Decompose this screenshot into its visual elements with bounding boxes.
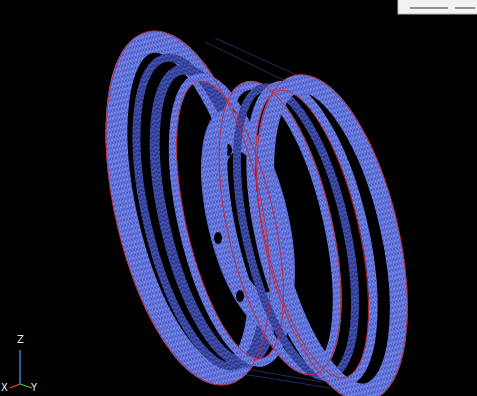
axis-label: Y <box>31 382 37 394</box>
axis-label: Z <box>17 334 24 346</box>
wheel-rim <box>76 15 435 396</box>
toolbar-line <box>410 8 448 9</box>
toolbar-box <box>398 0 477 14</box>
axis-triad <box>10 350 32 388</box>
axis-label: X <box>1 382 8 394</box>
toolbar-line <box>455 8 475 9</box>
